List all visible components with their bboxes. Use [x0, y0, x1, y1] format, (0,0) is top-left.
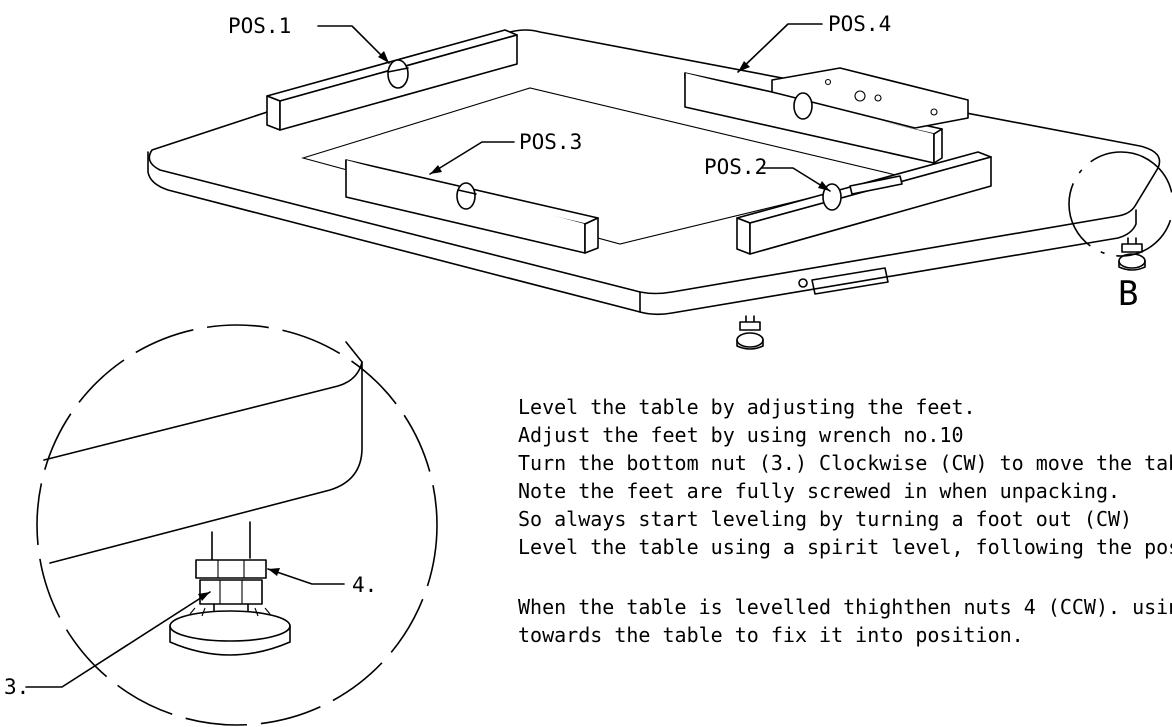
instruction-line: Level the table by adjusting the feet.: [518, 395, 976, 419]
detail-label-b: B: [1118, 274, 1138, 314]
block-pos3: [345, 159, 599, 254]
callout-pos1: POS.1: [228, 14, 390, 64]
instruction-line: Turn the bottom nut (3.) Clockwise (CW) …: [518, 451, 1172, 475]
bottom-bracket: [798, 267, 889, 295]
label-pos3: POS.3: [519, 130, 582, 154]
block-pos2: [736, 151, 992, 255]
instruction-line: When the table is levelled thighthen nut…: [518, 595, 1172, 619]
callout-pos3: POS.3: [429, 130, 582, 175]
instruction-line: So always start leveling by turning a fo…: [518, 507, 1132, 531]
block-pos1: [266, 29, 518, 131]
table-plate: [147, 29, 1161, 316]
block-pos4: [684, 67, 969, 164]
instructions-block: Level the table by adjusting the feet. A…: [518, 395, 1172, 647]
label-pos4: POS.4: [828, 12, 891, 36]
instruction-line: Note the feet are fully screwed in when …: [518, 479, 1120, 503]
foot-front: [736, 315, 764, 350]
instruction-line: Adjust the feet by using wrench no.10: [518, 423, 964, 447]
label-pos1: POS.1: [228, 14, 291, 38]
instruction-line: Level the table using a spirit level, fo…: [518, 535, 1172, 559]
callout-nut-3: 3.: [4, 591, 211, 699]
label-bottom-nut: 3.: [4, 675, 29, 699]
detail-b-circle: [1068, 151, 1172, 257]
instruction-line: towards the table to fix it into positio…: [518, 623, 1024, 647]
label-lock-nut: 4.: [352, 573, 377, 597]
callout-nut-4: 4.: [267, 568, 377, 597]
foot-right: [1118, 237, 1146, 271]
label-pos2: POS.2: [704, 155, 767, 179]
detail-view-b: [36, 324, 438, 726]
callout-pos4: POS.4: [737, 12, 891, 73]
callout-pos2: POS.2: [704, 155, 831, 192]
